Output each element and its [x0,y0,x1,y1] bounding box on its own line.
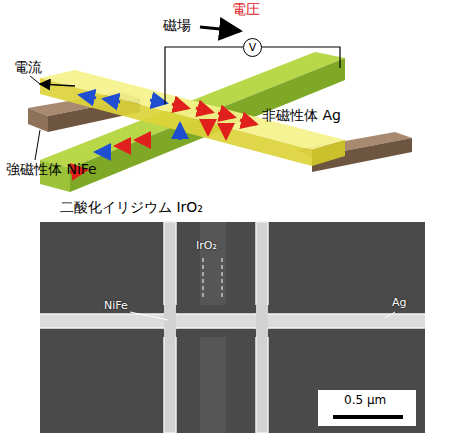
voltage-wire [261,47,340,68]
current-arrow [40,84,75,86]
spin-arrows [70,95,256,172]
field-label: 磁場 [163,18,191,33]
field-arrow [200,27,240,31]
scale-bar-label: 0.5 μm [344,394,386,407]
sem-ag-label: Ag [392,297,407,309]
iro2-label: 二酸化イリジウム IrO₂ [60,200,203,215]
current-label: 電流 [14,60,42,75]
voltmeter-letter: V [249,42,257,53]
sem-image [40,222,425,433]
voltage-wire [165,47,243,104]
ag-label: 非磁性体 Ag [262,108,341,123]
nife-leader [35,130,40,160]
nife-label: 強磁性体 NiFe [6,162,97,177]
sem-iro2-label: IrO₂ [196,240,217,252]
voltmeter-symbol: V [243,38,262,57]
voltage-label: 電圧 [232,2,260,17]
sem-nife-label: NiFe [104,300,128,312]
ag-bar [40,70,345,166]
current-leader [30,76,40,84]
